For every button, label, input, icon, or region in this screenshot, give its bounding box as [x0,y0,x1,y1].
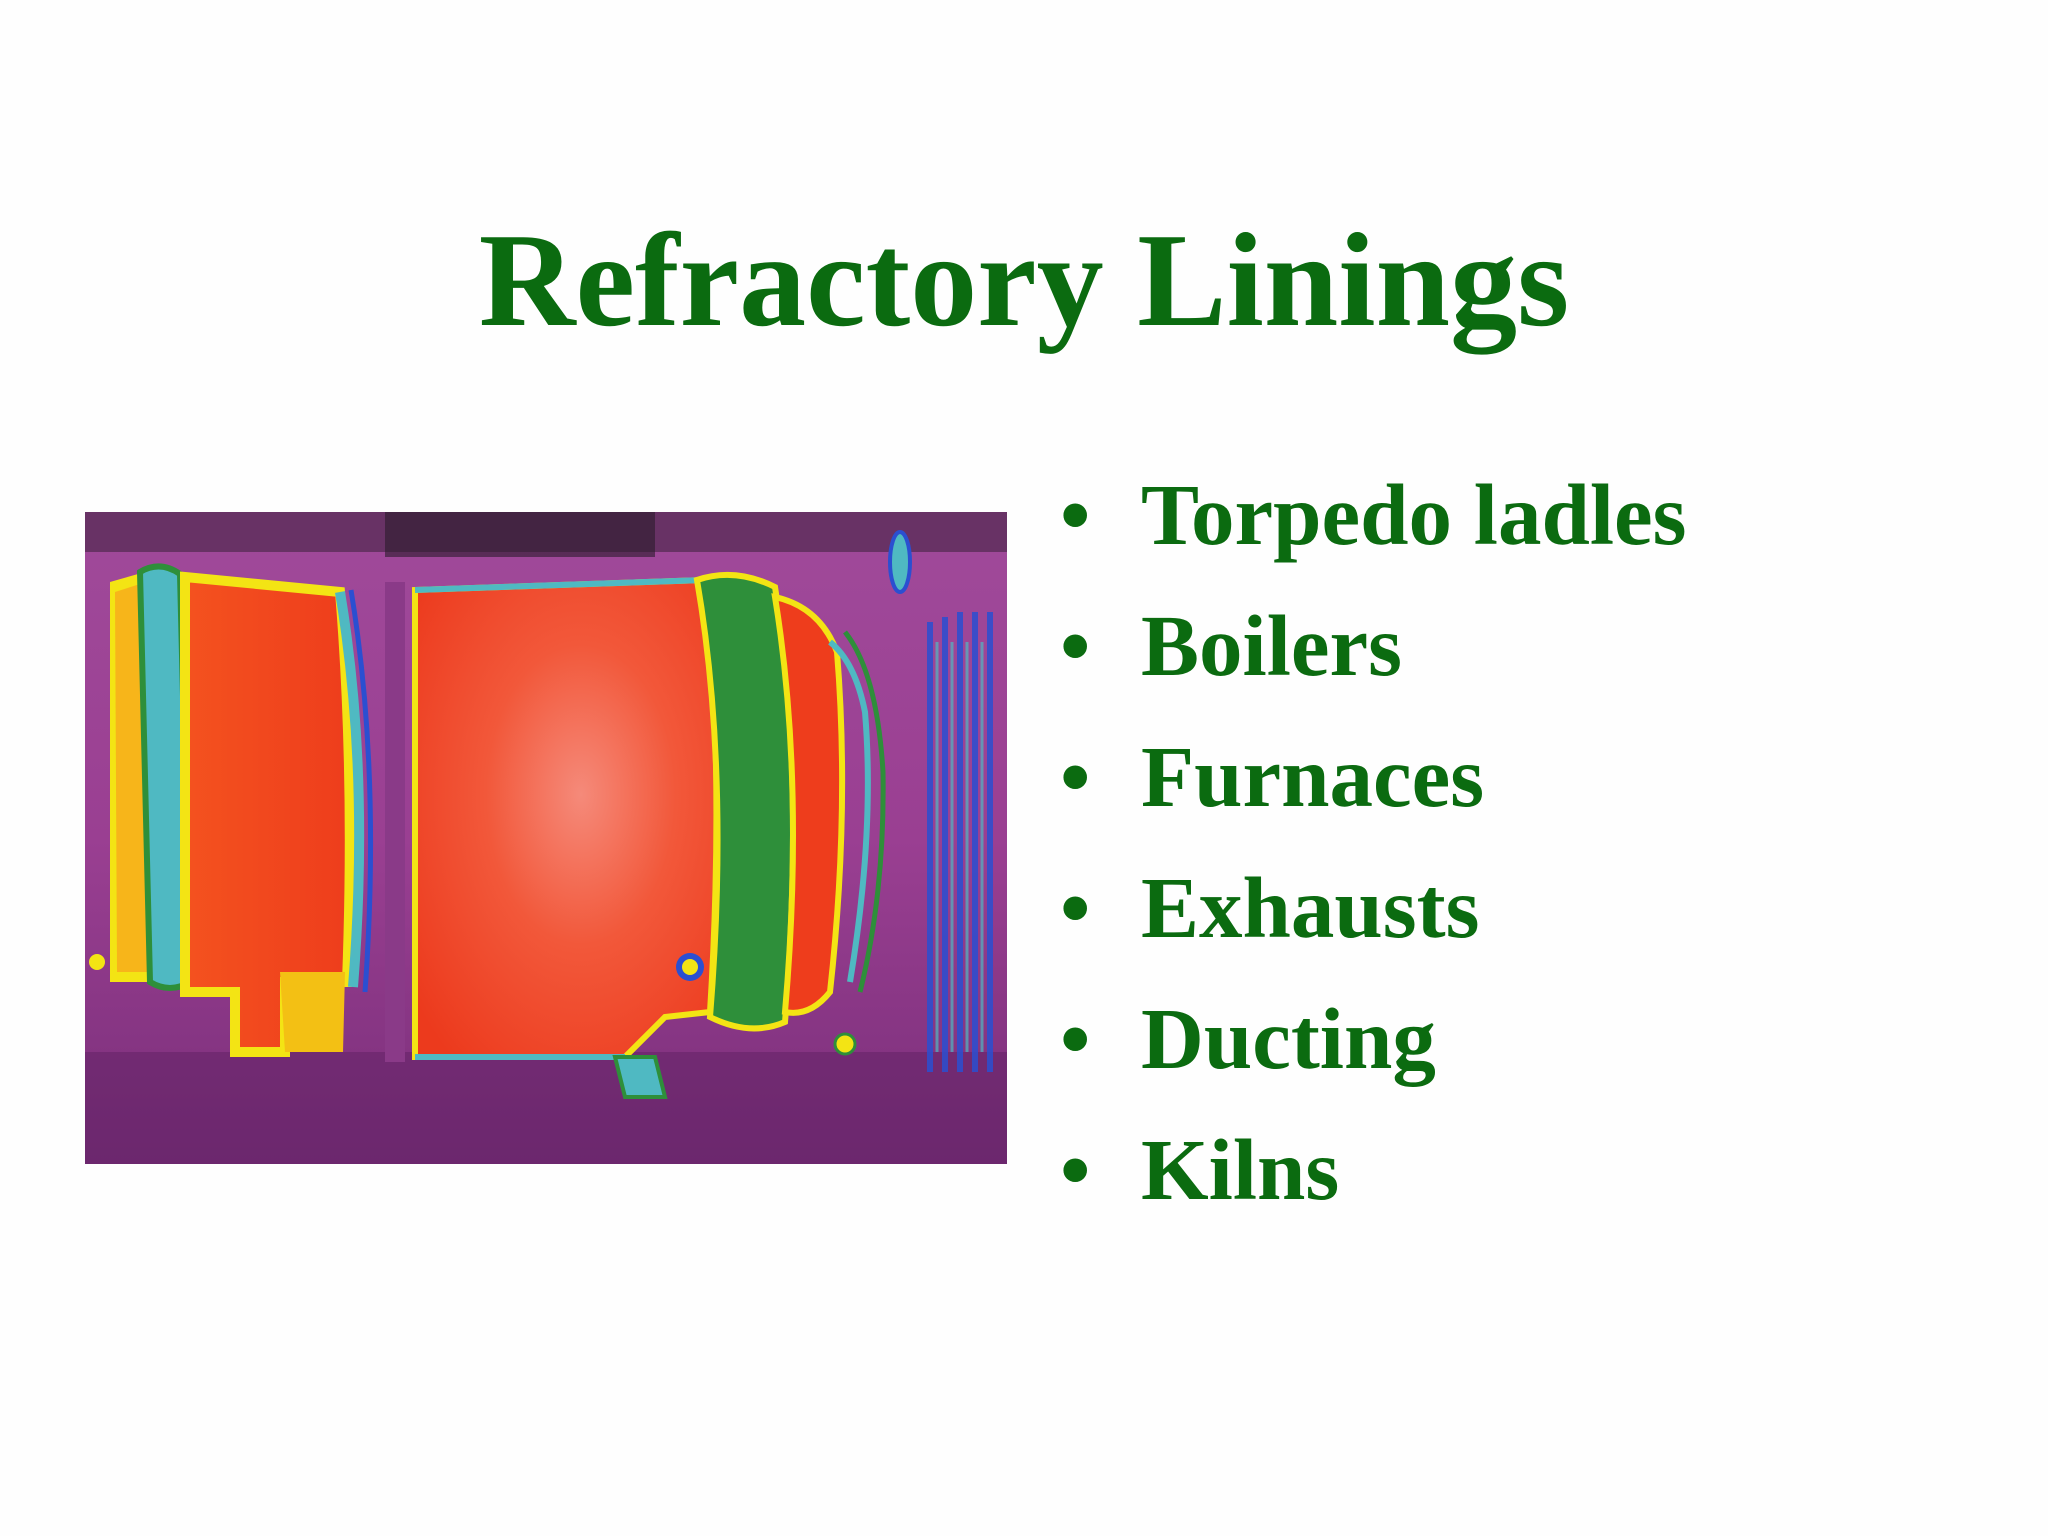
bullet-text: Kilns [1141,1121,1340,1218]
bullet-marker: • [1060,1121,1091,1218]
bullet-text: Boilers [1141,597,1402,694]
bullet-text: Furnaces [1141,728,1485,825]
bullet-marker: • [1060,728,1091,825]
bullet-marker: • [1060,466,1091,563]
slide-title: Refractory Linings [478,206,1570,354]
bullet-text: Torpedo ladles [1141,466,1687,563]
bullet-marker: • [1060,859,1091,956]
thermal-image [85,512,1007,1164]
bullet-text: Exhausts [1141,859,1480,956]
bullet-text: Ducting [1141,990,1436,1087]
bullet-marker: • [1060,990,1091,1087]
bullet-marker: • [1060,597,1091,694]
